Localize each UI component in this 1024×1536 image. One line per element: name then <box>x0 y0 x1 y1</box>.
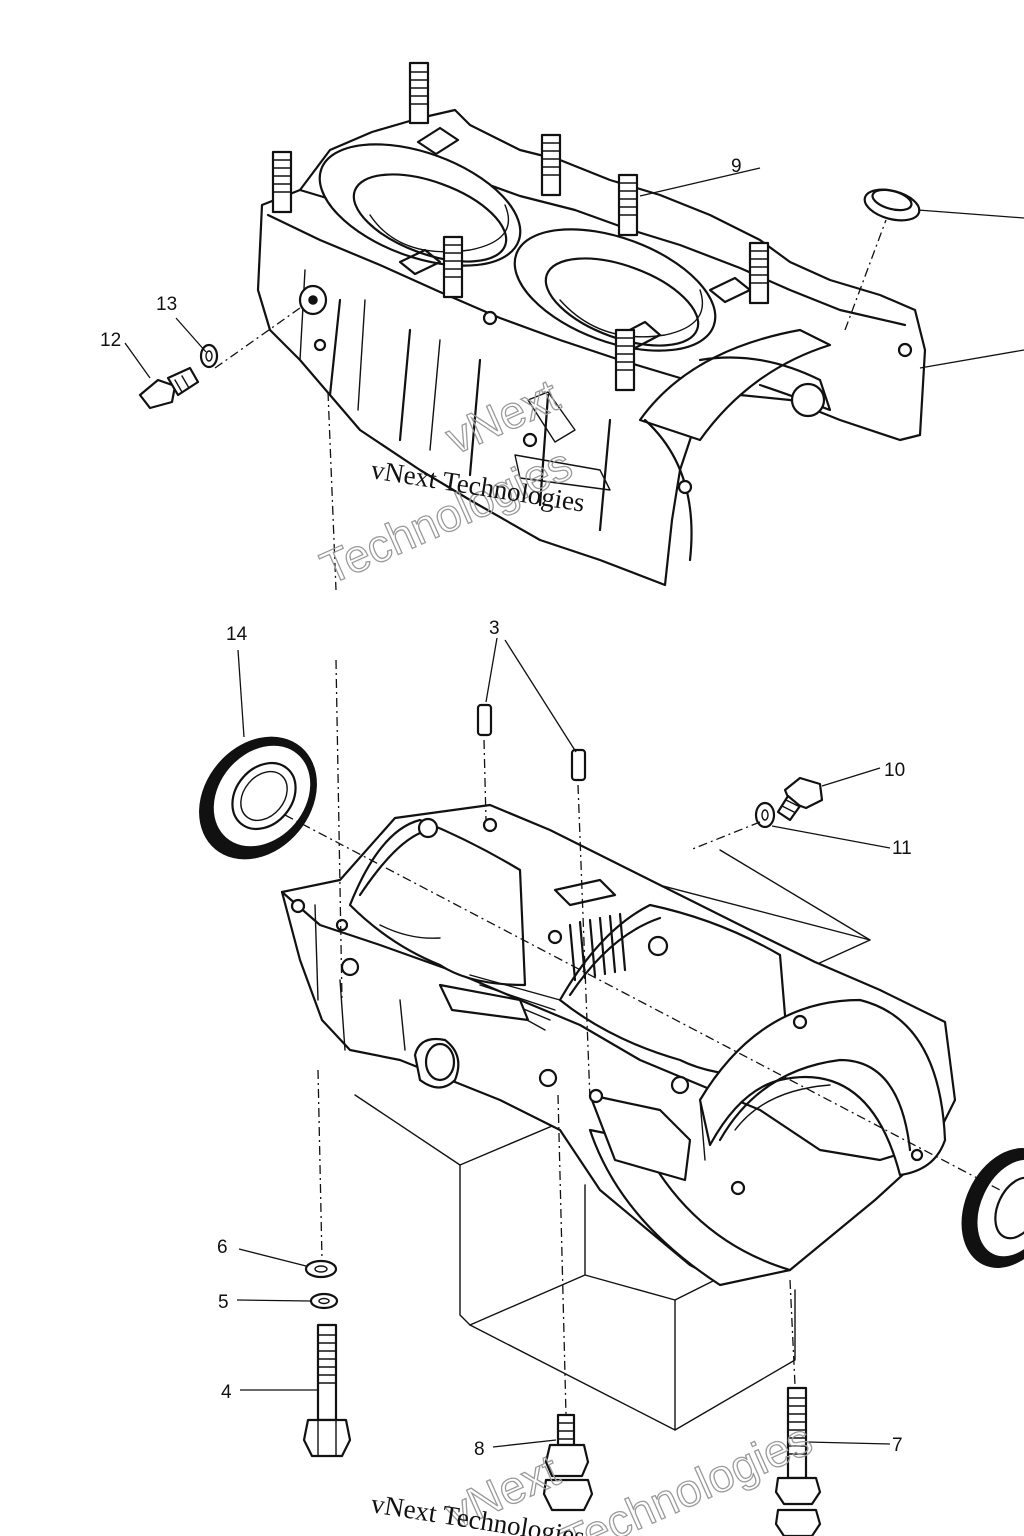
dowel-pins-3 <box>476 703 587 782</box>
drain-plug-12 <box>138 366 200 410</box>
callout-10: 10 <box>884 760 905 781</box>
callout-3: 3 <box>489 618 500 639</box>
bolt-4 <box>302 1323 352 1458</box>
callout-6: 6 <box>217 1237 228 1258</box>
leader-lines <box>124 167 1024 1448</box>
callout-9: 9 <box>731 156 742 177</box>
oil-seal-14 <box>199 736 317 860</box>
stud <box>408 61 430 125</box>
stud <box>442 235 464 299</box>
bolt-8 <box>542 1413 594 1512</box>
stud <box>614 328 636 392</box>
cylinder-studs <box>271 61 770 392</box>
lock-washer-5 <box>309 1292 339 1310</box>
bolt-10 <box>776 776 824 822</box>
callout-5: 5 <box>218 1292 229 1313</box>
washer-11 <box>754 801 776 829</box>
alignment-lines <box>214 219 1001 1416</box>
stud <box>748 241 770 305</box>
callout-14: 14 <box>226 624 248 645</box>
callout-12: 12 <box>100 330 121 351</box>
lower-crankcase <box>280 803 957 1431</box>
callout-4: 4 <box>221 1382 232 1403</box>
oil-seal-top-right <box>863 188 921 222</box>
stud <box>617 173 639 237</box>
stud <box>540 133 562 197</box>
oil-seal-right <box>961 1148 1024 1268</box>
callout-11: 11 <box>892 838 912 859</box>
callout-7: 7 <box>892 1435 903 1456</box>
upper-crankcase <box>256 108 927 587</box>
watermark-bottom: vNext Technologies vNext Technologies <box>369 1412 820 1536</box>
bolt-7 <box>774 1386 822 1536</box>
callout-13: 13 <box>156 294 177 315</box>
stud <box>271 150 293 214</box>
washer-6 <box>304 1259 338 1279</box>
callouts: 9 12 13 14 3 10 11 6 5 4 8 7 <box>100 156 912 1460</box>
callout-8: 8 <box>474 1439 485 1460</box>
